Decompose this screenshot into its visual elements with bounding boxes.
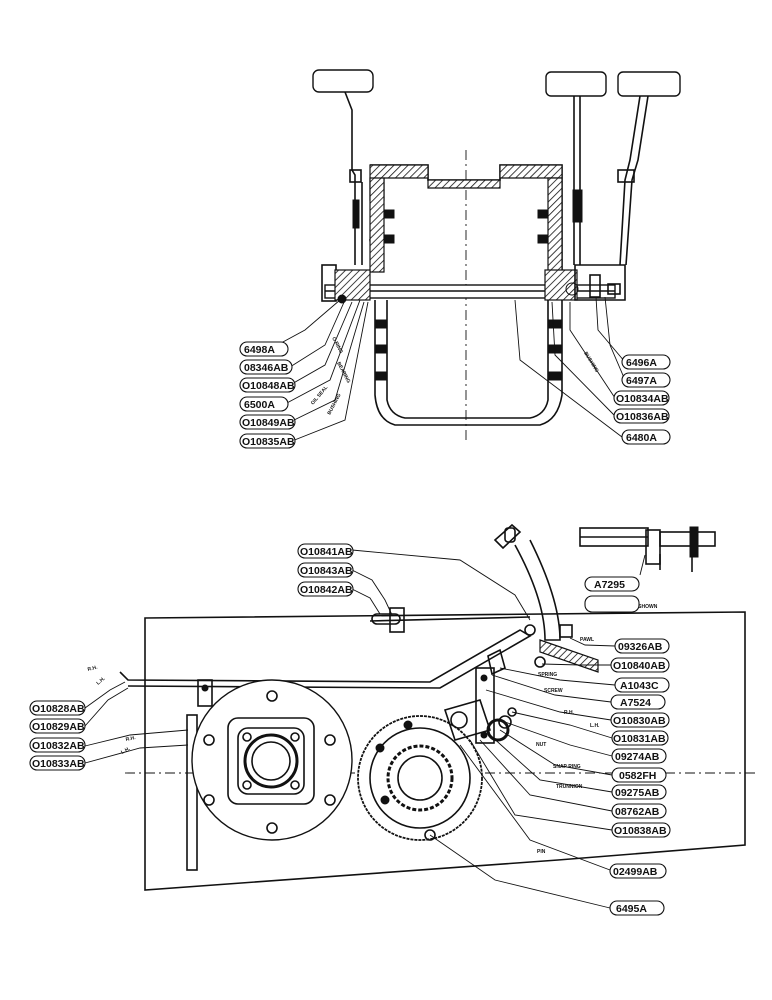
note-lh-right: L.H. bbox=[590, 723, 600, 729]
label-09326AB: 09326AB bbox=[614, 638, 670, 654]
note-bushing-left: BUSHING bbox=[326, 393, 342, 416]
svg-text:O10834AB: O10834AB bbox=[616, 393, 669, 405]
svg-text:6500A: 6500A bbox=[244, 399, 275, 411]
svg-text:O10836AB: O10836AB bbox=[616, 411, 669, 423]
svg-text:A7295: A7295 bbox=[594, 579, 625, 591]
svg-text:09274AB: 09274AB bbox=[615, 751, 660, 763]
svg-text:6496A: 6496A bbox=[626, 357, 657, 369]
note-rh-left-2: R.H. bbox=[125, 735, 137, 743]
label-08762AB: 08762AB bbox=[611, 803, 667, 819]
svg-text:09275AB: 09275AB bbox=[615, 787, 660, 799]
note-pin: PIN bbox=[537, 849, 546, 855]
note-trunnion: TRUNNION bbox=[556, 784, 583, 790]
label-6480A: 6480A bbox=[621, 429, 671, 445]
note-lh-left-2: L.H. bbox=[120, 746, 132, 756]
label-6498A: 6498A bbox=[239, 341, 289, 357]
label-010848AB: O10848AB bbox=[239, 377, 296, 393]
svg-text:O10842AB: O10842AB bbox=[300, 584, 353, 596]
label-010836AB: O10836AB bbox=[613, 408, 670, 424]
note-pawl: PAWL bbox=[580, 637, 594, 643]
top-assembly-view: O RING BEARING OIL SEAL BUSHING BUSHING … bbox=[239, 69, 681, 449]
label-010840AB: O10840AB bbox=[610, 657, 670, 673]
svg-text:6498A: 6498A bbox=[244, 344, 275, 356]
note-nut: NUT bbox=[536, 742, 546, 748]
label-010829AB: O10829AB bbox=[29, 718, 86, 734]
label-010841AB: O10841AB bbox=[297, 543, 354, 559]
shift-rail bbox=[119, 629, 532, 689]
svg-text:O10841AB: O10841AB bbox=[300, 546, 353, 558]
svg-text:O10848AB: O10848AB bbox=[242, 380, 295, 392]
svg-text:O10840AB: O10840AB bbox=[613, 660, 666, 672]
note-o-ring: O RING bbox=[330, 336, 344, 355]
svg-text:6480A: 6480A bbox=[626, 432, 657, 444]
note-rh-left: R.H. bbox=[87, 664, 99, 673]
transmission-housing-outline bbox=[144, 611, 746, 891]
svg-text:O10832AB: O10832AB bbox=[32, 740, 85, 752]
note-screw: SCREW bbox=[544, 688, 563, 694]
left-lever-handle bbox=[312, 69, 374, 93]
shift-lever bbox=[514, 539, 561, 641]
label-08346AB: 08346AB bbox=[239, 359, 293, 375]
svg-text:O10830AB: O10830AB bbox=[613, 715, 666, 727]
note-bushing-right: BUSHING bbox=[582, 351, 599, 374]
label-09275AB: 09275AB bbox=[611, 784, 667, 800]
svg-text:O10831AB: O10831AB bbox=[613, 733, 666, 745]
label-010849AB: O10849AB bbox=[239, 414, 296, 430]
label-010842AB: O10842AB bbox=[297, 581, 354, 597]
svg-text:A1043C: A1043C bbox=[620, 680, 659, 692]
label-A1043C: A1043C bbox=[614, 677, 670, 693]
label-010835AB: O10835AB bbox=[239, 433, 296, 449]
svg-text:O10849AB: O10849AB bbox=[242, 417, 295, 429]
note-rh-right: R.H. bbox=[564, 710, 575, 716]
label-010831AB: O10831AB bbox=[611, 730, 669, 746]
label-010832AB: O10832AB bbox=[29, 737, 86, 753]
label-010838AB: O10838AB bbox=[611, 822, 671, 838]
label-010843AB: O10843AB bbox=[297, 562, 354, 578]
svg-text:O10835AB: O10835AB bbox=[242, 436, 295, 448]
svg-text:O10829AB: O10829AB bbox=[32, 721, 85, 733]
note-spring: SPRING bbox=[538, 672, 557, 678]
label-6497A: 6497A bbox=[621, 372, 671, 388]
svg-text:O10833AB: O10833AB bbox=[32, 758, 85, 770]
right-lever-handle-2 bbox=[617, 71, 681, 97]
label-02499AB: 02499AB bbox=[609, 863, 667, 879]
svg-text:6497A: 6497A bbox=[626, 375, 657, 387]
svg-text:09326AB: 09326AB bbox=[618, 641, 663, 653]
label-6500A: 6500A bbox=[239, 396, 289, 412]
label-010830AB: O10830AB bbox=[610, 712, 670, 728]
label-A7295: A7295 bbox=[584, 576, 640, 592]
note-snap-ring: SNAP RING bbox=[553, 764, 581, 770]
svg-text:0582FH: 0582FH bbox=[619, 770, 656, 782]
right-lever-handle-1 bbox=[545, 71, 607, 97]
label-010833AB: O10833AB bbox=[29, 755, 86, 771]
label-09274AB: 09274AB bbox=[611, 748, 667, 764]
label-6495A: 6495A bbox=[609, 900, 665, 916]
svg-text:02499AB: 02499AB bbox=[613, 866, 658, 878]
label-A7524: A7524 bbox=[610, 694, 666, 710]
svg-text:A7524: A7524 bbox=[620, 697, 651, 709]
note-lh-left: L.H. bbox=[95, 675, 107, 686]
label-6496A: 6496A bbox=[621, 354, 671, 370]
label-010828AB: O10828AB bbox=[29, 700, 86, 716]
note-bearing: BEARING bbox=[335, 361, 351, 384]
left-gear-housing bbox=[191, 679, 353, 841]
bottom-assembly-view: HIGH RANGE SHIFT SHOWN R.H. L.H. R.H. L.… bbox=[29, 523, 755, 916]
svg-text:6495A: 6495A bbox=[616, 903, 647, 915]
label-0582FH: 0582FH bbox=[611, 767, 667, 783]
svg-text:O10843AB: O10843AB bbox=[300, 565, 353, 577]
svg-text:O10838AB: O10838AB bbox=[614, 825, 667, 837]
label-010834AB: O10834AB bbox=[613, 390, 670, 406]
note-oil-seal: OIL SEAL bbox=[310, 385, 329, 406]
svg-text:O10828AB: O10828AB bbox=[32, 703, 85, 715]
svg-text:08762AB: 08762AB bbox=[615, 806, 660, 818]
svg-text:08346AB: 08346AB bbox=[244, 362, 289, 374]
